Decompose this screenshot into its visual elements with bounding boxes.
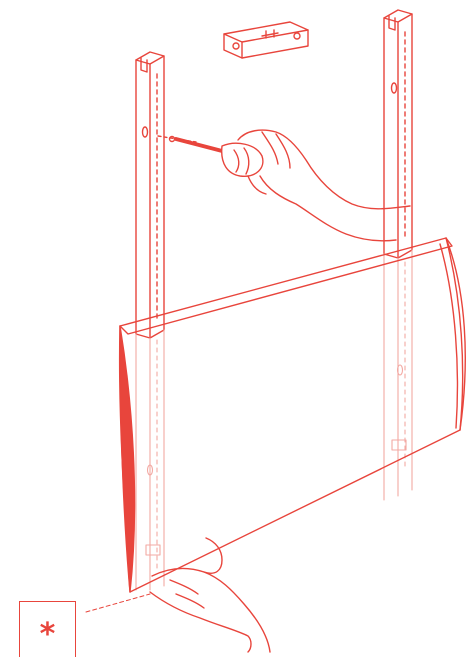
hand-lower-icon [150,538,270,652]
wall-rail-left-icon [136,52,164,338]
note-symbol: * [40,620,56,650]
note-box: * [19,601,76,657]
panel-icon [120,238,466,592]
leader-line [86,594,150,612]
spirit-level-icon [224,0,308,58]
wall-rail-right-icon [384,10,412,258]
screwdriver-icon [176,139,263,176]
